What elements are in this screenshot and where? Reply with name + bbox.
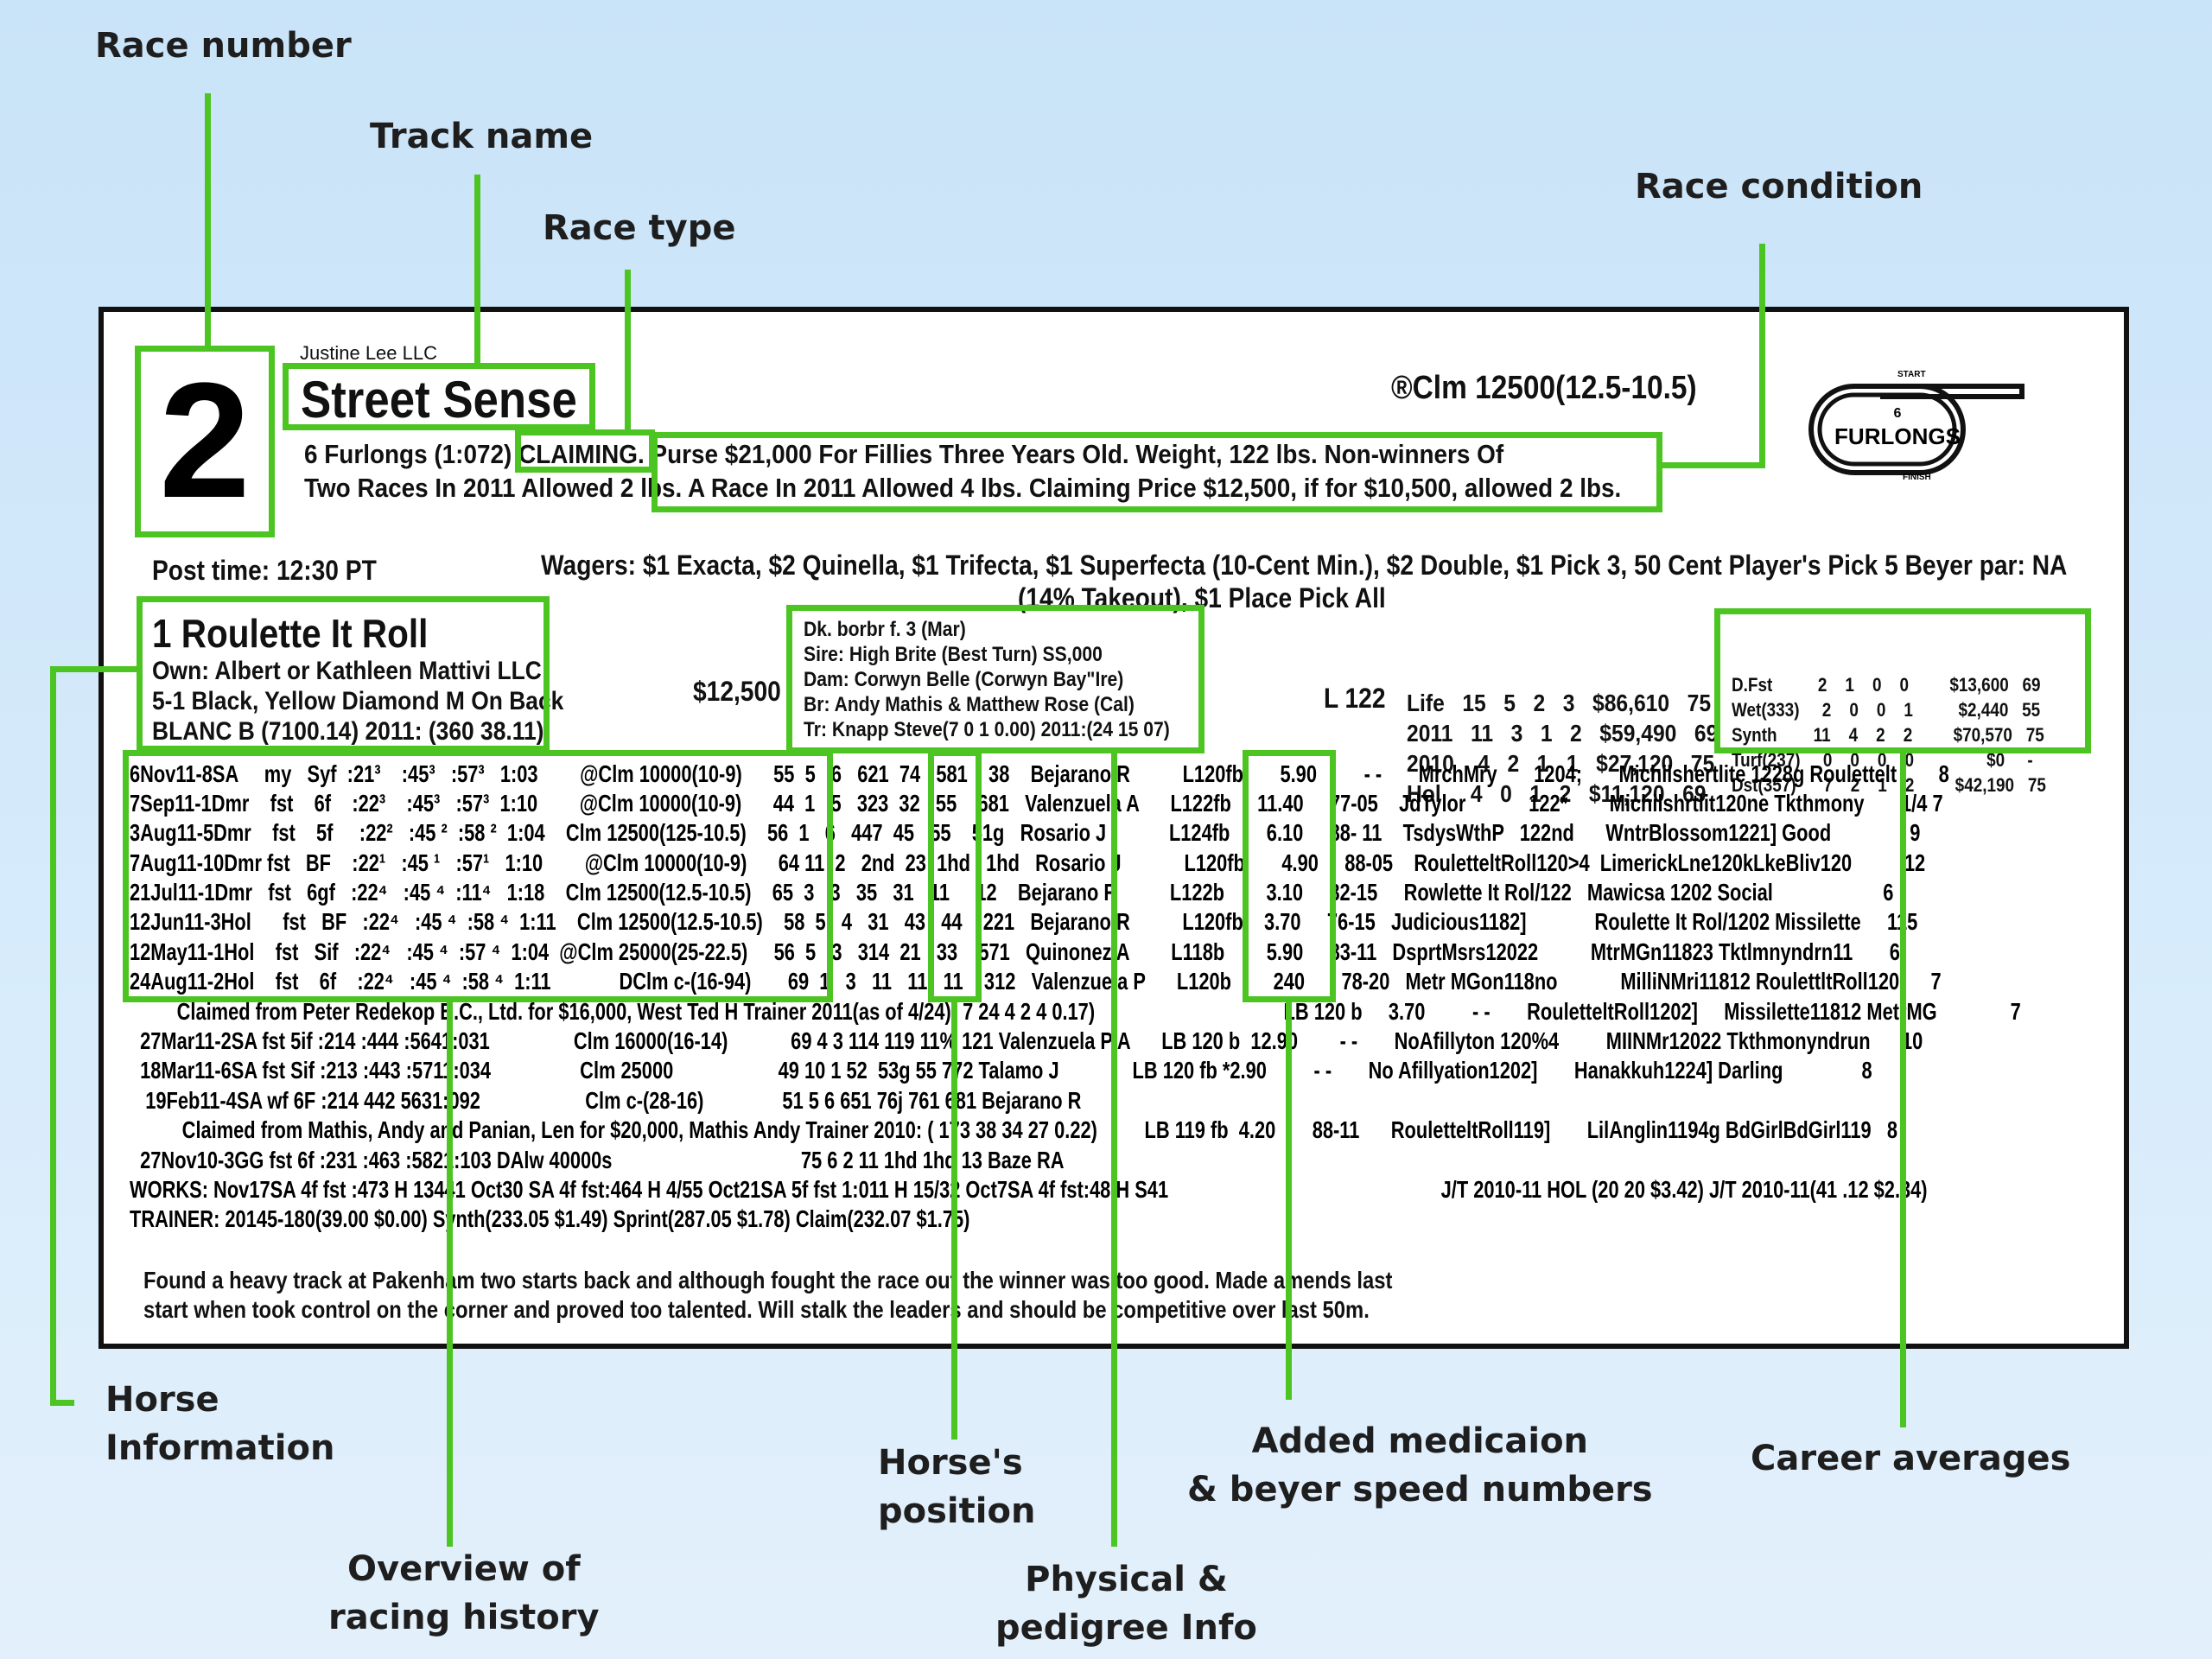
- race-class: ®Clm 12500(12.5-10.5): [1391, 370, 1697, 406]
- pp-row: 18Mar11-6SA fst Sif :213 :443 :5711:034 …: [130, 1057, 1872, 1084]
- race-type: CLAIMING.: [518, 439, 645, 469]
- race-number: 2: [141, 350, 269, 531]
- box-horse-information: [137, 596, 550, 752]
- line-race-condition-v: [1759, 244, 1765, 468]
- pp-row: 12Jun11-3Hol fst BF :22⁴ :45 ⁴ :58 ⁴ 1:1…: [130, 908, 1918, 935]
- pp-row: 3Aug11-5Dmr fst 5f :22² :45 ² :58 ² 1:04…: [130, 819, 1921, 846]
- svg-text:FINISH: FINISH: [1903, 473, 1931, 482]
- box-career-averages: [1714, 608, 2091, 753]
- wagers-line1: Wagers: $1 Exacta, $2 Quinella, $1 Trife…: [541, 550, 2068, 581]
- label-race-type: Race type: [543, 208, 736, 248]
- comment-line1: Found a heavy track at Pakenham two star…: [143, 1267, 1393, 1294]
- weight: L 122: [1324, 683, 1386, 714]
- owner-small: Justine Lee LLC: [300, 342, 437, 364]
- horse-owner: Own: Albert or Kathleen Mattivi LLC: [152, 657, 542, 685]
- box-track-name: [283, 363, 595, 430]
- label-race-condition: Race condition: [1635, 167, 1923, 207]
- pp-row: 6Nov11-8SA my Syf :21³ :45³ :57³ 1:03 @C…: [130, 760, 1949, 787]
- pp-row: 24Aug11-2Hol fst 6f :22⁴ :45 ⁴ :58 ⁴ 1:1…: [130, 968, 1942, 995]
- post-time: Post time: 12:30 PT: [152, 555, 377, 586]
- box-race-condition: [652, 432, 1662, 512]
- box-racing-history: [123, 750, 833, 1002]
- box-race-number: [135, 346, 275, 537]
- pp-row: 19Feb11-4SA wf 6F :214 442 5631:092 Clm …: [130, 1087, 1082, 1114]
- svg-text:START: START: [1897, 370, 1926, 379]
- line-medication: [1286, 1001, 1292, 1400]
- line-horse-info-v: [50, 666, 56, 1406]
- claiming-price: $12,500: [693, 676, 781, 707]
- horse-silks: 5-1 Black, Yellow Diamond M On Back: [152, 687, 564, 715]
- pp-row: Claimed from Mathis, Andy and Panian, Le…: [130, 1116, 1897, 1143]
- works-row: WORKS: Nov17SA 4f fst :473 H 13441 Oct30…: [130, 1176, 1928, 1203]
- label-physical-pedigree: Physical &pedigree Info: [995, 1560, 1257, 1648]
- trainer-row: TRAINER: 20145-180(39.00 $0.00) Synth(23…: [130, 1205, 970, 1232]
- distance: 6 Furlongs (1:072): [304, 439, 512, 469]
- line-race-number: [205, 93, 211, 347]
- line-track-name: [474, 175, 480, 365]
- furlongs-track-icon: START 6 FURLONGS FINISH: [1808, 370, 2024, 482]
- pp-row: 27Nov10-3GG fst 6f :231 :463 :5821:103 D…: [130, 1147, 1065, 1173]
- label-track-name: Track name: [370, 117, 594, 156]
- pedigree-block: Dk. borbr f. 3 (Mar)Sire: High Brite (Be…: [804, 618, 1170, 741]
- conditions-1: Purse $21,000 For Fillies Three Years Ol…: [651, 439, 1504, 469]
- pp-row: 27Mar11-2SA fst 5if :214 :444 :5641:031 …: [130, 1027, 1923, 1054]
- line-horse-info-tick: [50, 1400, 74, 1406]
- race-conditions-line2: Two Races In 2011 Allowed 2 lbs. A Race …: [304, 473, 1622, 503]
- pp-row: 21Jul11-1Dmr fst 6gf :22⁴ :45 ⁴ :11⁴ 1:1…: [130, 879, 1894, 906]
- line-horse-position: [951, 1001, 957, 1440]
- line-horse-info-h: [50, 666, 138, 672]
- line-race-condition-h: [1659, 462, 1764, 468]
- box-race-type: [515, 429, 655, 473]
- box-medication: [1243, 750, 1336, 1002]
- pp-row: 12May11-1Hol fst Sif :22⁴ :45 ⁴ :57 ⁴ 1:…: [130, 938, 1900, 965]
- horse-name: 1 Roulette It Roll: [152, 611, 429, 656]
- race-conditions-line1: 6 Furlongs (1:072) CLAIMING. Purse $21,0…: [304, 439, 1503, 470]
- horse-rider: BLANC B (7100.14) 2011: (360 38.11): [152, 717, 544, 746]
- label-medication-beyer: Added medicaion& beyer speed numbers: [1187, 1421, 1653, 1510]
- box-physical-pedigree: [786, 605, 1205, 753]
- line-career-averages: [1900, 752, 1906, 1427]
- line-physical-pedigree: [1111, 752, 1117, 1547]
- label-race-number: Race number: [95, 26, 352, 66]
- pp-row: 7Aug11-10Dmr fst BF :22¹ :45 ¹ :57¹ 1:10…: [130, 849, 1926, 876]
- svg-text:6: 6: [1894, 406, 1902, 421]
- box-horse-position: [928, 750, 982, 1002]
- pp-row: Claimed from Peter Redekop B.C., Ltd. fo…: [130, 998, 2021, 1025]
- comment-line2: start when took control on the corner an…: [143, 1296, 1370, 1323]
- svg-text:FURLONGS: FURLONGS: [1834, 423, 1961, 449]
- label-career-averages: Career averages: [1751, 1439, 2071, 1478]
- line-overview: [447, 1001, 453, 1547]
- line-race-type: [625, 270, 631, 431]
- track-name: Street Sense: [301, 371, 577, 429]
